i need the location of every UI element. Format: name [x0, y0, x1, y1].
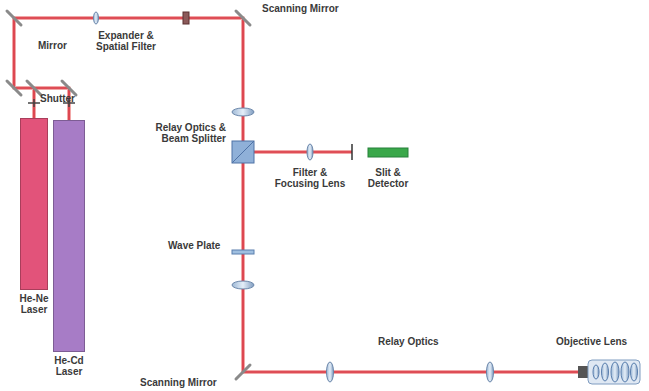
mirror-label: Scanning Mirror — [262, 3, 372, 14]
shutter-label: Shutter — [40, 93, 90, 104]
objective-label: Objective Lens — [556, 336, 644, 347]
beam-expander — [94, 12, 190, 24]
relay-label: Relay Optics & Beam Splitter — [130, 122, 226, 144]
relay-label: Relay Optics — [378, 336, 458, 347]
mirror-label: Scanning Mirror — [140, 377, 240, 388]
laser-body — [20, 118, 48, 290]
laser-beam — [14, 18, 600, 372]
mirror-label: Mirror — [38, 40, 88, 51]
beam-splitter — [232, 141, 254, 163]
laser-body — [53, 120, 85, 352]
laser-label: He-Ne Laser — [14, 293, 54, 315]
lens — [232, 108, 494, 382]
laser-he-ne: He-Ne Laser — [14, 118, 54, 315]
detector-label: Slit & Detector — [356, 167, 420, 189]
objective-lens — [578, 360, 640, 384]
waveplate-label: Wave Plate — [168, 240, 238, 251]
expander-label: Expander & Spatial Filter — [86, 30, 166, 52]
filter-label: Filter & Focusing Lens — [270, 167, 350, 189]
slit — [351, 144, 353, 160]
detector — [368, 148, 408, 157]
beam-halo — [14, 18, 600, 372]
mirror — [7, 11, 250, 379]
wave-plate — [232, 250, 254, 254]
laser-he-cd: He-Cd Laser — [49, 120, 89, 377]
laser-label: He-Cd Laser — [49, 355, 89, 377]
